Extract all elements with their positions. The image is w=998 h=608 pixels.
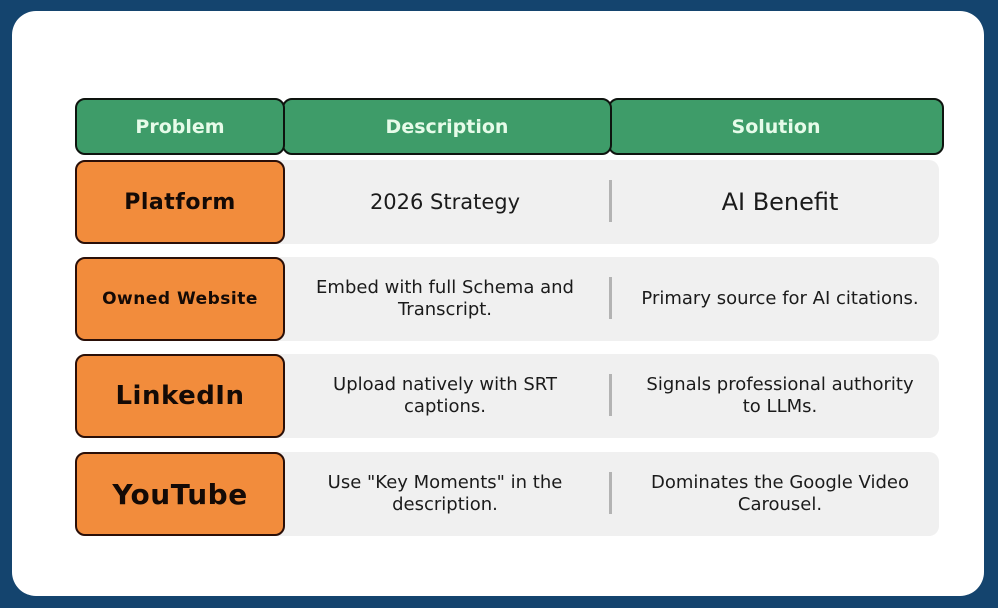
column-divider	[609, 277, 612, 319]
description-cell: Use "Key Moments" in the description.	[300, 452, 590, 536]
content-card: Solution Description Problem Platform 20…	[12, 11, 984, 596]
solution-cell: Dominates the Google Video Carousel.	[635, 452, 925, 536]
header-problem: Problem	[75, 98, 285, 155]
header-solution: Solution	[608, 98, 944, 155]
solution-cell: Signals professional authority to LLMs.	[635, 354, 925, 438]
description-text: Upload natively with SRT captions.	[333, 374, 557, 417]
description-text: Embed with full Schema and Transcript.	[316, 277, 574, 320]
platform-label: Platform	[124, 189, 236, 215]
table-row: Owned Website Embed with full Schema and…	[75, 257, 939, 341]
description-cell: Embed with full Schema and Transcript.	[300, 257, 590, 341]
platform-cell: Owned Website	[75, 257, 285, 341]
solution-cell: AI Benefit	[635, 160, 925, 244]
header-problem-label: Problem	[135, 115, 225, 138]
column-divider	[609, 472, 612, 514]
description-text: Use "Key Moments" in the description.	[327, 472, 563, 515]
platform-label: Owned Website	[102, 289, 258, 309]
row-background	[225, 354, 939, 438]
platform-cell: LinkedIn	[75, 354, 285, 438]
table-row: Platform 2026 Strategy AI Benefit	[75, 160, 939, 244]
header-solution-label: Solution	[731, 115, 821, 138]
header-description: Description	[282, 98, 612, 155]
row-background	[225, 160, 939, 244]
row-background	[225, 452, 939, 536]
description-cell: Upload natively with SRT captions.	[300, 354, 590, 438]
table-row: LinkedIn Upload natively with SRT captio…	[75, 354, 939, 438]
platform-cell: YouTube	[75, 452, 285, 536]
table-row: YouTube Use "Key Moments" in the descrip…	[75, 452, 939, 536]
solution-text: Dominates the Google Video Carousel.	[651, 472, 909, 515]
solution-cell: Primary source for AI citations.	[635, 257, 925, 341]
column-divider	[609, 374, 612, 416]
solution-text: Primary source for AI citations.	[641, 288, 919, 309]
platform-label: LinkedIn	[115, 381, 245, 411]
description-cell: 2026 Strategy	[300, 160, 590, 244]
solution-text: AI Benefit	[721, 188, 839, 216]
column-divider	[609, 180, 612, 222]
platform-cell: Platform	[75, 160, 285, 244]
header-description-label: Description	[385, 115, 509, 138]
table-header: Solution Description Problem	[75, 98, 944, 155]
row-background	[225, 257, 939, 341]
platform-label: YouTube	[112, 477, 248, 511]
description-text: 2026 Strategy	[369, 190, 521, 214]
solution-text: Signals professional authority to LLMs.	[646, 374, 914, 417]
